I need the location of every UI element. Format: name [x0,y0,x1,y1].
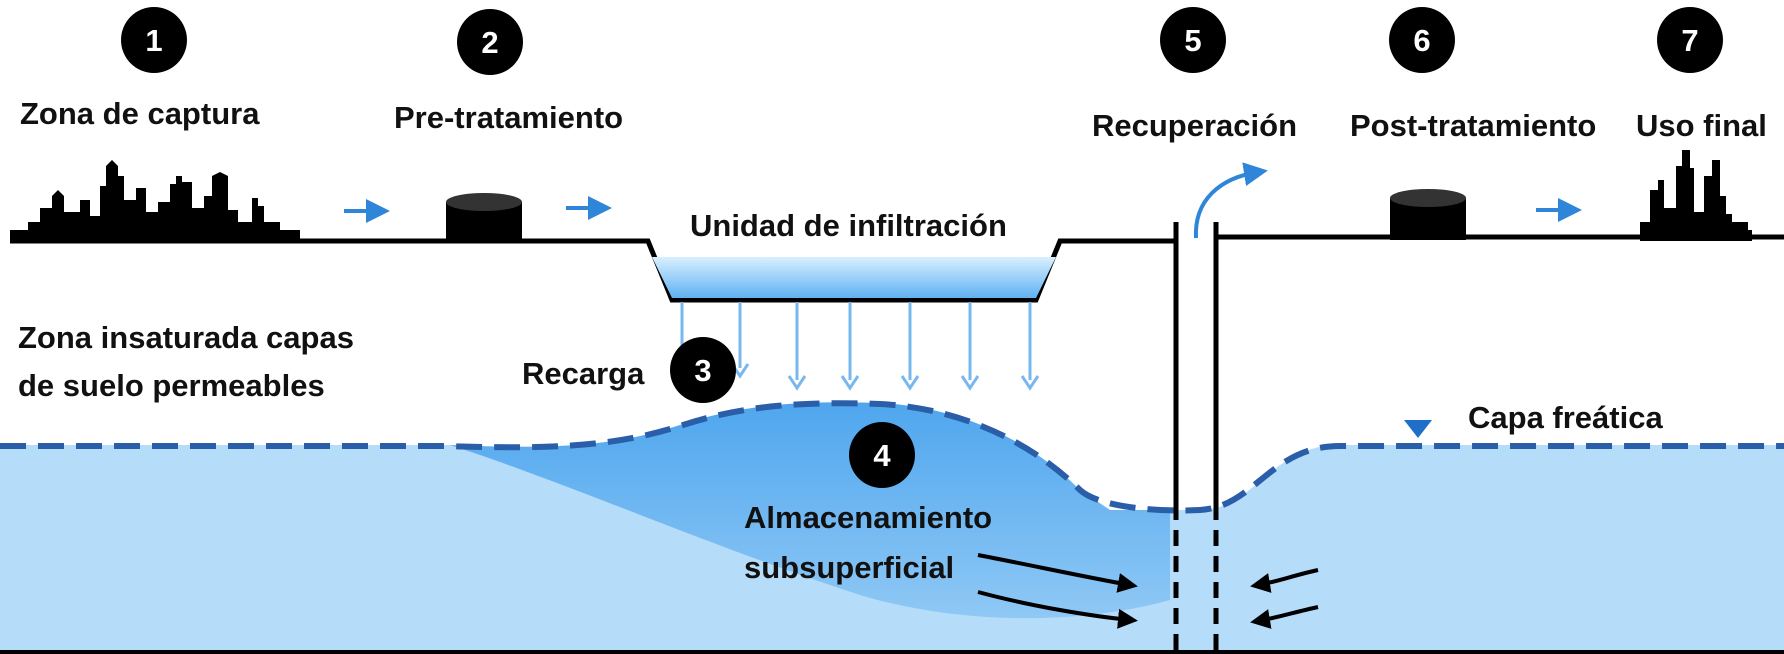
recovery-arrow [1193,162,1268,239]
step-3-label: Recarga [522,356,645,391]
groundwater [0,402,1784,654]
step-2-number: 2 [481,25,498,60]
triangle-down-icon [1404,420,1432,438]
step-4-badge: 4 [849,422,915,488]
step-1-number: 1 [145,23,162,58]
step-2-badge: 2 [457,9,523,75]
step-7-badge: 7 [1657,7,1723,73]
unsaturated-zone-label-line1: Zona insaturada capas [18,320,354,355]
city-skyline-icon [1640,150,1752,241]
infiltration-basin-water [652,257,1056,298]
infiltration-unit-label: Unidad de infiltración [690,208,1007,243]
step-4-label-line1: Almacenamiento [744,500,992,535]
step-7-number: 7 [1681,23,1698,58]
step-5-badge: 5 [1160,7,1226,73]
step-3-number: 3 [694,353,711,388]
flow-arrows [344,196,1582,223]
step-4-number: 4 [873,438,891,473]
step-6-number: 6 [1413,23,1430,58]
step-5-label: Recuperación [1092,108,1297,143]
water-table-line [0,400,1784,514]
step-1-badge: 1 [121,7,187,73]
step-7-label: Uso final [1636,108,1767,143]
water-table-label: Capa freática [1468,400,1663,435]
step-4-label-line2: subsuperficial [744,550,954,585]
city-skyline-icon [10,160,300,242]
tank-icon [446,193,522,242]
step-3-badge: 3 [670,337,736,403]
step-6-badge: 6 [1389,7,1455,73]
step-6-label: Post-tratamiento [1350,108,1596,143]
recovery-well [1173,222,1219,654]
step-5-number: 5 [1184,23,1201,58]
step-2-label: Pre-tratamiento [394,100,623,135]
unsaturated-zone-label-line2: de suelo permeables [18,368,325,403]
subsurface-flow-arrows [977,553,1319,629]
step-1-label: Zona de captura [20,96,260,131]
tank-icon [1390,189,1466,240]
